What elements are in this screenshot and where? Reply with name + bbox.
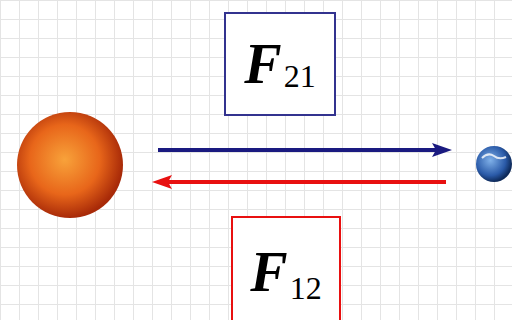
force-label-box: F12: [231, 216, 341, 320]
force-arrow-blue: [158, 148, 440, 152]
force-subscript: 12: [290, 272, 322, 304]
arrowhead-red: [152, 175, 172, 189]
force-arrow-red: [164, 180, 446, 184]
earth: [476, 146, 512, 182]
sun: [17, 112, 123, 218]
force-subscript: 21: [284, 60, 316, 92]
force-symbol: F: [250, 244, 287, 300]
arrowhead-blue: [432, 143, 452, 157]
earth-cloud: [482, 154, 506, 158]
force-symbol: F: [244, 36, 281, 92]
force-label-box: F21: [224, 12, 336, 116]
